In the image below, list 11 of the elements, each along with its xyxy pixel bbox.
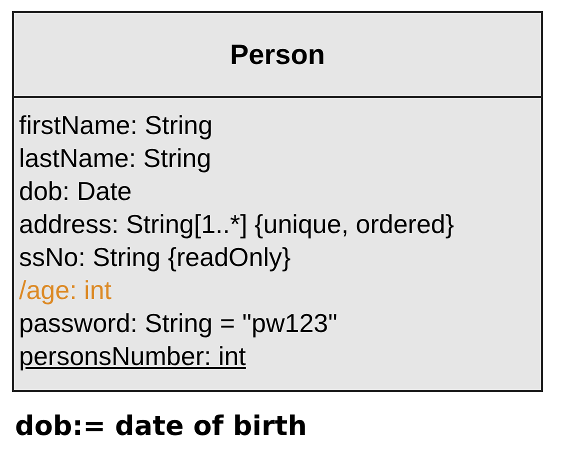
- attribute-text: /age: int: [19, 275, 112, 305]
- attribute-text: personsNumber: int: [19, 341, 246, 371]
- attribute-text: address: String[1..*] {unique, ordered}: [19, 209, 454, 239]
- attribute-text: ssNo: String {readOnly}: [19, 242, 291, 272]
- class-box: [12, 11, 543, 392]
- attribute-text: password: String = "pw123": [19, 308, 338, 338]
- class-name: Person: [230, 38, 325, 70]
- caption: dob:= date of birth: [15, 411, 307, 443]
- attribute-text: lastName: String: [19, 143, 212, 173]
- attribute-text: dob: Date: [19, 176, 132, 206]
- attribute-text: firstName: String: [19, 110, 213, 140]
